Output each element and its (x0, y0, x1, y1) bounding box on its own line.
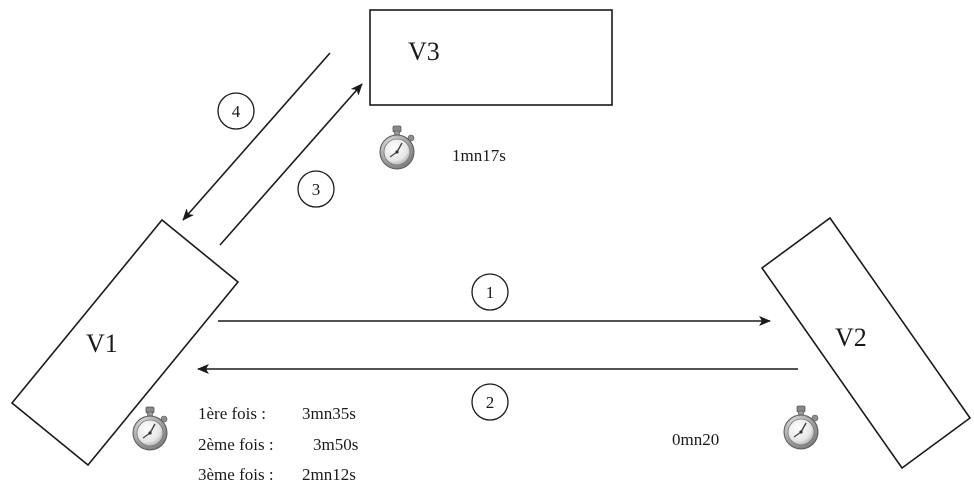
time-v1-row-label: 1ère fois : (198, 404, 266, 423)
vehicle-v2-box (760, 216, 972, 470)
stopwatch-icon (132, 406, 168, 451)
vehicle-v3-box (369, 9, 613, 106)
vehicle-v1-box (10, 218, 240, 467)
time-v1-row-value: 2mn12s (302, 465, 356, 484)
time-v1-row-label: 3ème fois : (198, 465, 274, 484)
arrow-3-label: 3 (312, 180, 321, 199)
vehicle-v3-label: V3 (408, 37, 440, 66)
vehicle-v3: V3 (369, 9, 613, 106)
arrow-3-badge (297, 170, 335, 208)
arrow-2: 2 (197, 364, 798, 421)
arrow-3: 3 (219, 83, 363, 246)
time-v1-list: 1ère fois : 3mn35s 2ème fois : 3m50s 3èm… (198, 404, 358, 484)
arrow-4-line (182, 52, 331, 221)
stopwatch-v3: 1mn17s (379, 125, 506, 170)
stopwatch-v2: 0mn20 (672, 405, 819, 450)
stopwatch-icon (783, 405, 819, 450)
arrow-2-label: 2 (486, 393, 495, 412)
time-v1-row-value: 3m50s (313, 435, 358, 454)
arrow-1-label: 1 (486, 283, 495, 302)
arrow-4-label: 4 (232, 102, 241, 121)
arrow-4-badge (217, 92, 255, 130)
stopwatch-v1: 1ère fois : 3mn35s 2ème fois : 3m50s 3èm… (132, 404, 358, 484)
vehicle-v1-label: V1 (86, 329, 118, 358)
arrow-1: 1 (218, 273, 771, 326)
time-v1-row-label: 2ème fois : (198, 435, 274, 454)
time-v1-row-value: 3mn35s (302, 404, 356, 423)
time-v2: 0mn20 (672, 430, 719, 449)
vehicle-v2-label: V2 (835, 323, 867, 352)
vehicle-v2: V2 (760, 216, 972, 470)
arrow-2-badge (471, 383, 509, 421)
time-v3: 1mn17s (452, 146, 506, 165)
arrow-4: 4 (182, 52, 331, 221)
stopwatch-icon (379, 125, 415, 170)
arrow-3-line (219, 83, 363, 246)
vehicle-v1: V1 (10, 218, 240, 467)
arrow-1-badge (471, 273, 509, 311)
